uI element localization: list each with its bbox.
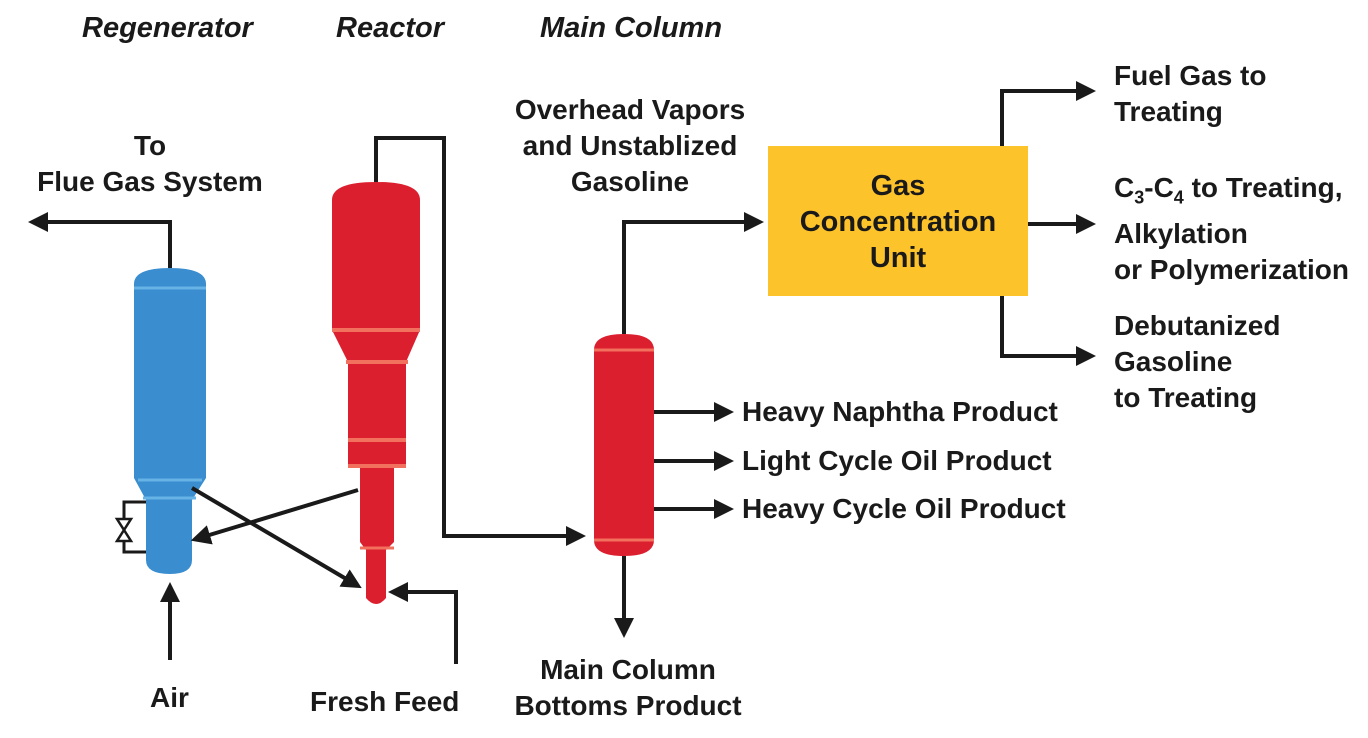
reactor-header: Reactor [336,12,444,44]
overhead-line1: Overhead Vapors [514,94,746,125]
main-column-vessel [594,334,654,556]
c3c4-line3: or Polymerization [1114,253,1349,285]
regenerated-catalyst-line [190,486,362,589]
light-cycle-oil-label: Light Cycle Oil Product [742,445,1052,476]
flue-gas-label-line1: To [133,130,167,161]
bottoms-product-label: Main Column Bottoms Product [498,652,758,724]
flue-gas-label-line2: Flue Gas System [37,166,263,197]
overhead-line2: and Unstablized [522,130,738,161]
gas-concentration-unit-label: Gas Concentration Unit [768,168,1028,276]
regenerator-vessel [134,268,206,574]
c3c4-c3: C [1114,172,1135,203]
main-column-header: Main Column [540,12,723,44]
fuel-gas-line2: Treating [1114,96,1223,127]
gcu-line3: Unit [869,242,927,274]
regenerator-header: Regenerator [82,12,253,44]
overhead-line3: Gasoline [570,166,690,197]
debutanized-label: Debutanized Gasoline to Treating [1114,308,1280,416]
column-overhead-line [622,212,764,334]
c3c4-dash: -C [1144,172,1174,203]
gcu-line2: Concentration [799,206,997,238]
reactor-overhead-line [374,136,586,546]
c3c4-line1: C3-C4 to Treating, [1114,170,1349,216]
c3c4-sub4: 4 [1173,187,1184,208]
fresh-feed-label: Fresh Feed [310,686,460,717]
debut-line2: Gasoline [1114,346,1233,377]
heavy-cycle-oil-label: Heavy Cycle Oil Product [742,493,1066,524]
c3c4-sub3: 3 [1134,187,1145,208]
regenerator-valve [114,500,146,554]
fuel-gas-line1: Fuel Gas to [1114,60,1267,91]
debut-line3: to Treating [1114,382,1258,413]
fuel-gas-label: Fuel Gas to Treating [1114,58,1266,130]
bottoms-line2: Bottoms Product [514,690,742,721]
debutanized-line [1000,296,1096,366]
flue-gas-line [28,212,172,268]
gcu-line1: Gas [870,170,926,202]
fuel-gas-line [1000,81,1096,146]
c3c4-label: C3-C4 to Treating, Alkylation or Polymer… [1114,170,1349,288]
c3c4-rest: to Treating, [1183,172,1343,203]
flue-gas-label: To Flue Gas System [30,128,270,200]
bottoms-line1: Main Column [540,654,716,685]
spent-catalyst-line [190,488,359,545]
reactor-vessel [332,182,420,604]
air-label: Air [150,682,189,713]
c3c4-line2: Alkylation [1114,217,1248,249]
debut-line1: Debutanized [1114,310,1281,341]
fresh-feed-line [388,582,458,664]
gas-concentration-unit-box [768,146,1028,296]
overhead-vapors-label: Overhead Vapors and Unstablized Gasoline [500,92,760,200]
heavy-naphtha-label: Heavy Naphtha Product [742,396,1058,427]
